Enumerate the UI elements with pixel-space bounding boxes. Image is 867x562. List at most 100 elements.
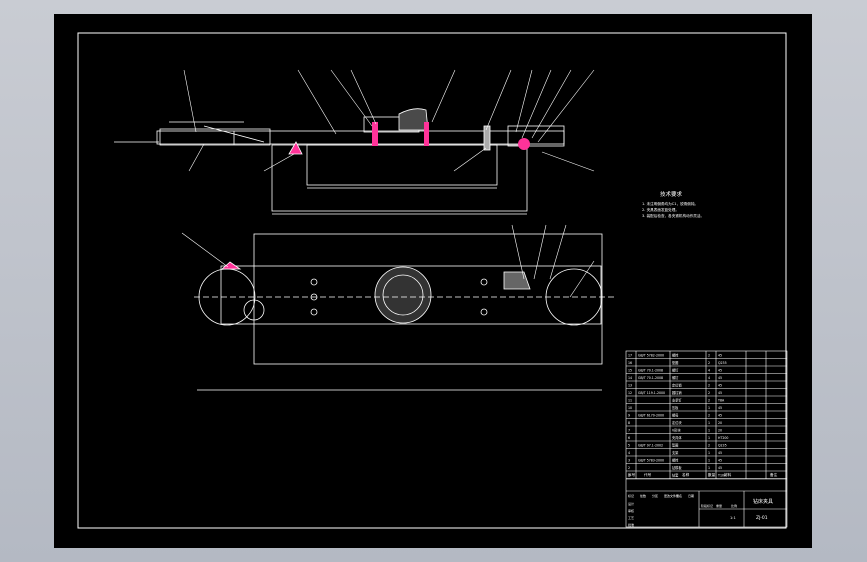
bom-cell: 2 [708,354,710,358]
bom-cell: 45 [718,451,722,455]
bom-cell: 16 [628,361,632,365]
bom-cell: 20 [718,429,722,433]
title-block-label: 工艺 [628,515,634,520]
bom-header-cell: 名称 [682,472,690,477]
tech-requirements: 技术要求 1. 未注明倒角均为C1，锐角倒钝。 2. 夹具表面发蓝处理。 3. … [642,190,704,218]
title-block-label: 日期 [688,493,694,498]
title-block-label: 批准 [628,522,634,527]
bom-cell: 45 [718,406,722,410]
bom-cell: 20 [718,421,722,425]
bom-cell: GB/T 5783-2000 [638,459,664,463]
title-block-label: 设计 [628,501,634,506]
bom-cell: 垫圈 [672,360,678,365]
drawing-sheet: 技术要求 1. 未注明倒角均为C1，锐角倒钝。 2. 夹具表面发蓝处理。 3. … [54,14,812,548]
bom-cell: 45 [718,391,722,395]
inner-frame [77,32,787,529]
bom-cell: Q235 [718,361,727,365]
bom-cell: 垫圈 [672,443,678,448]
title-block-label: 更改文件号 [664,493,679,498]
title-block-label: 标记 [628,493,634,498]
bom-cell: 5 [628,444,630,448]
bom-cell: 45 [718,376,722,380]
bom-cell: 12 [628,391,632,395]
bom-cell: 1 [708,429,710,433]
bom-cell: 钻套 [672,473,679,478]
bom-cell: 17 [628,354,632,358]
bom-cell: 9 [628,414,630,418]
bom-cell: 螺钉 [672,368,679,373]
bom-cell: 45 [718,459,722,463]
bom-cell: 压板 [672,405,679,410]
title-block-label: 审核 [628,508,634,513]
bom-cell: 定位块 [672,420,682,425]
title-block: 钻床夹具 ZJ-01 1:1 [730,498,773,521]
bom-cell: 45 [718,369,722,373]
bom-cell: 螺母 [672,413,678,418]
bom-cell: 圆柱销 [672,390,682,395]
bom-header-cell: 备注 [770,472,778,477]
bom-cell: 2 [708,361,710,365]
bom-cell: 定位销 [672,383,682,388]
bom-header-cell: 数量 [708,472,716,477]
front-leaders [183,69,595,172]
bom-cell: 钻模板 [672,465,682,470]
tech-requirement-line: 3. 装配后检查，各夹紧机构动作灵活。 [642,213,704,218]
bom-header-cell: 代号 [644,472,652,477]
bom-cell: GB/T 6170-2000 [638,414,664,418]
drawing-name: 钻床夹具 [753,498,773,505]
bom-table [625,350,788,528]
bom-cell: HT200 [718,436,728,440]
bom-cell: 夹具体 [672,435,682,440]
bom-cell: 2 [708,444,710,448]
bom-cell: 15 [628,369,632,373]
bom-cell: 2 [708,391,710,395]
bom-cell: GB/T 70.1-2008 [638,369,663,373]
bom-cell: 45 [718,384,722,388]
bom-cell: 6 [628,436,630,440]
bom-cell: 45 [718,466,722,470]
bom-cell: 2 [708,414,710,418]
bom-cell: 1 [708,466,710,470]
bom-header-cell: 序号 [628,472,636,477]
front-view [114,108,565,215]
tech-requirements-title: 技术要求 [660,190,683,198]
bom-cell: T8A [717,399,725,403]
bom-cell: GB/T 97.1-2002 [638,444,663,448]
title-block-label: 签名 [676,493,682,498]
bom-cell: GB/T 119.1-2000 [638,391,665,395]
title-block-label: 比例 [731,503,737,508]
drawing-code: ZJ-01 [756,515,768,521]
bom-cell: 4 [708,369,710,373]
bom-cell: 1 [628,474,630,478]
bom-cell: 45 [718,354,722,358]
bom-cell: 4 [628,451,630,455]
bom-cell: 支架 [672,450,679,455]
bom-cell: 13 [628,384,632,388]
bom-cell: 7 [628,429,630,433]
bom-cell: 支承钉 [672,398,682,403]
bom-cell: 螺栓 [672,353,679,358]
drawing-canvas: 技术要求 1. 未注明倒角均为C1，锐角倒钝。 2. 夹具表面发蓝处理。 3. … [77,32,788,529]
bom-cell: 11 [628,399,632,403]
bom-cell: GB/T 70.1-2008 [638,376,663,380]
bom-cell: 8 [628,421,630,425]
bom-cell: 3 [628,459,630,463]
tech-requirement-line: 2. 夹具表面发蓝处理。 [642,207,679,212]
bom-cell: 1 [708,451,710,455]
bom-cell: 2 [708,384,710,388]
bom-cell: 2 [708,399,710,403]
bom-header-cell: 材料 [724,472,732,477]
bom-cell: Q235 [718,444,727,448]
plan-leaders [181,224,595,298]
title-block-label: 重量 [716,503,722,508]
bom-cell: 45 [718,414,722,418]
bom-cell: 1 [708,436,710,440]
title-block-label: 阶段标记 [701,503,713,508]
drawing-scale: 1:1 [730,516,736,520]
bom-cell: 2 [628,466,630,470]
bom-cell: 1 [708,459,710,463]
bom-cell: 1 [708,474,710,478]
bom-cell: 1 [708,421,710,425]
